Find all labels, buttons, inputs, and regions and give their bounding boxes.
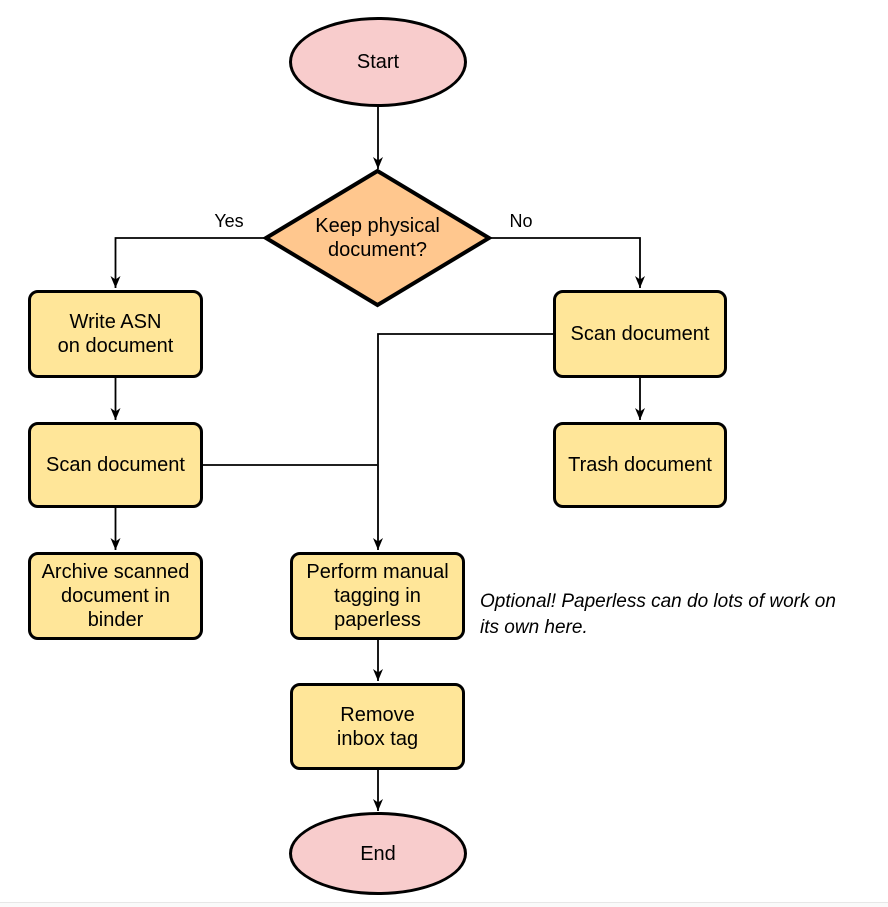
process-scan-document-right: Scan document: [553, 290, 727, 378]
start-node: Start: [289, 17, 467, 107]
edge-scan-right-to-perform-tagging: [373, 333, 553, 550]
end-node: End: [289, 812, 467, 895]
process-trash-document: Trash document: [553, 422, 727, 508]
edge-label-yes: Yes: [214, 211, 244, 231]
decision-node-label: Keep physical document?: [315, 215, 440, 261]
process-scan-document-left: Scan document: [28, 422, 203, 508]
process-archive-scanned: Archive scanned document in binder: [28, 552, 203, 640]
decision-diamond: [262, 168, 493, 308]
process-write-asn: Write ASN on document: [28, 290, 203, 378]
process-remove-inbox-tag: Remove inbox tag: [290, 683, 465, 770]
bottom-strip: [0, 903, 888, 907]
edge-decision-yes-to-write-asn: [110, 237, 265, 288]
annotation-optional-note: Optional! Paperless can do lots of work …: [480, 591, 836, 638]
edge-label-no: No: [509, 211, 533, 231]
edge-decision-no-to-scan-right: [490, 237, 645, 288]
process-perform-manual-tagging: Perform manual tagging in paperless: [290, 552, 465, 640]
bottom-divider: [0, 902, 888, 903]
